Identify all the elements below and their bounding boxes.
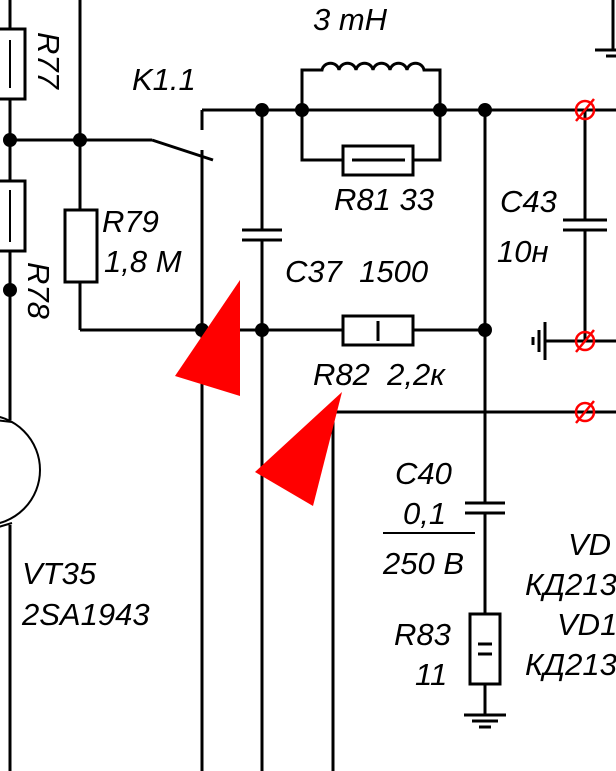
c40-value-label: 0,1	[403, 496, 446, 531]
chassis-ground-icon	[531, 322, 547, 360]
capacitor-c37	[195, 110, 282, 771]
red-pointer-marker	[175, 280, 240, 396]
r79-value-label: 1,8 M	[104, 244, 182, 279]
top-right-ground	[595, 0, 616, 58]
c37-label: C37 1500	[285, 254, 428, 289]
left-rail	[0, 0, 27, 771]
r82-label: R82 2,2к	[313, 357, 446, 392]
vd1-label: VD1	[557, 607, 616, 642]
vd1-type-label: КД213	[525, 647, 616, 682]
r77-label: R77	[31, 32, 66, 91]
r83-name-label: R83	[394, 617, 451, 652]
relay-k1-branch	[10, 0, 485, 771]
transistor-vt35	[0, 416, 41, 528]
r79-name-label: R79	[102, 204, 159, 239]
c40-voltage-label: 250 В	[382, 546, 464, 581]
r83-value-label: 11	[415, 657, 447, 692]
c40-r83-branch	[383, 110, 506, 729]
switch-blade	[151, 138, 214, 162]
resistor-r79	[63, 208, 99, 284]
resistor-r78	[0, 179, 27, 253]
r78-label: R78	[21, 262, 56, 320]
vd-type-label: КД213	[525, 567, 616, 602]
capacitor-c43	[531, 110, 616, 360]
inductor-label: 3 mH	[313, 2, 388, 37]
r81-label: R81 33	[334, 182, 434, 217]
output-line	[331, 410, 616, 771]
resistor-r83	[468, 612, 502, 686]
red-pointer-marker	[255, 392, 342, 506]
c43-value-label: 10н	[497, 234, 549, 269]
c43-name-label: C43	[500, 184, 557, 219]
vt35-type-label: 2SA1943	[21, 597, 150, 632]
vt35-name-label: VT35	[22, 556, 97, 591]
c40-name-label: C40	[395, 456, 452, 491]
terminal-top	[574, 98, 596, 122]
terminal-middle	[574, 329, 596, 353]
resistor-r81	[341, 144, 415, 177]
resistor-r77	[0, 27, 27, 101]
relay-label: K1.1	[132, 62, 196, 97]
inductor	[300, 61, 442, 110]
ground-icon	[464, 713, 506, 729]
resistor-r82	[341, 314, 492, 347]
vd-label: VD	[568, 527, 611, 562]
top-bus	[202, 61, 616, 177]
terminal-bottom	[574, 400, 596, 424]
